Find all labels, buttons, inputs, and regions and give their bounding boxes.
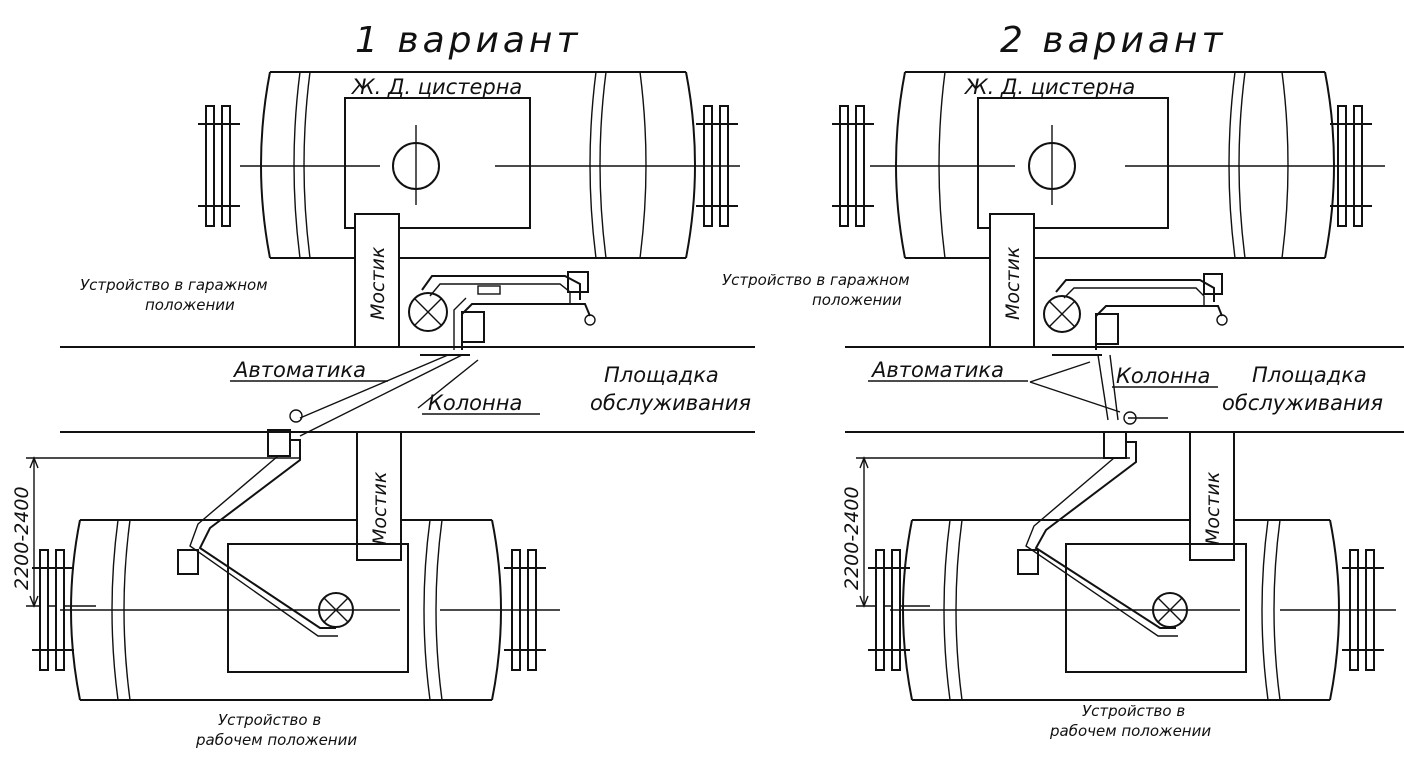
column-label-v2: Колонна [1116, 364, 1210, 388]
device-garage-v1 [408, 271, 596, 350]
device-working-v1 [177, 409, 354, 637]
automatics-label-v2: Автоматика [870, 358, 1004, 382]
tank-car-top-v2: Ж. Д. цистерна [831, 71, 1385, 259]
bridge-top-label-v1: Мостик [367, 246, 389, 320]
device-garage-v2 [1043, 273, 1228, 350]
platform-label-v1-line2: обслуживания [590, 391, 751, 415]
tank-car-top-v1: Ж. Д. цистерна [197, 71, 740, 259]
dimension-v2: 2200-2400 [841, 456, 1130, 608]
platform-label-v2-line2: обслуживания [1222, 391, 1383, 415]
garage-label-v1-line1: Устройство в гаражном [80, 276, 268, 294]
variant-2: 2 вариант Ж. Д. цистерна Мостик [722, 20, 1404, 740]
bridge-top-v1: Мостик [354, 213, 400, 348]
bridge-bottom-label-v2: Мостик [1202, 471, 1224, 545]
device-working-v2 [1017, 411, 1188, 637]
variant-1: 1 вариант Ж. Д. цистерна Мостик [11, 20, 755, 749]
tank-label-v2: Ж. Д. цистерна [963, 75, 1135, 99]
work-label-v2-line2: рабочем положении [1049, 722, 1211, 740]
bridge-top-label-v2: Мостик [1002, 246, 1024, 320]
tank-car-bottom-v2 [867, 519, 1396, 701]
column-v1 [299, 354, 479, 437]
work-label-v1-line2: рабочем положении [195, 731, 357, 749]
garage-label-v1-line2: положении [145, 296, 235, 314]
column-label-v1: Колонна [428, 391, 522, 415]
work-label-v2-line1: Устройство в [1082, 702, 1185, 720]
platform-label-v2-line1: Площадка [1252, 363, 1367, 387]
bridge-bottom-label-v1: Мостик [369, 471, 391, 545]
work-label-v1-line1: Устройство в [218, 711, 321, 729]
column-v2 [1029, 354, 1168, 421]
automatics-label-v1: Автоматика [232, 358, 366, 382]
garage-label-v2-line1: Устройство в гаражном [722, 271, 910, 289]
tank-label-v1: Ж. Д. цистерна [350, 75, 522, 99]
variant-2-title: 2 вариант [1000, 20, 1226, 61]
platform-label-v1-line1: Площадка [604, 363, 719, 387]
dimension-label-v1: 2200-2400 [11, 486, 33, 590]
garage-label-v2-line2: положении [812, 291, 902, 309]
dimension-label-v2: 2200-2400 [841, 486, 863, 590]
bridge-bottom-v2: Мостик [1189, 431, 1235, 561]
variant-1-title: 1 вариант [355, 20, 581, 61]
dimension-v1: 2200-2400 [11, 456, 300, 608]
bridge-bottom-v1: Мостик [356, 431, 402, 561]
bridge-top-v2: Мостик [989, 213, 1035, 348]
tank-car-bottom-v1 [31, 519, 560, 701]
